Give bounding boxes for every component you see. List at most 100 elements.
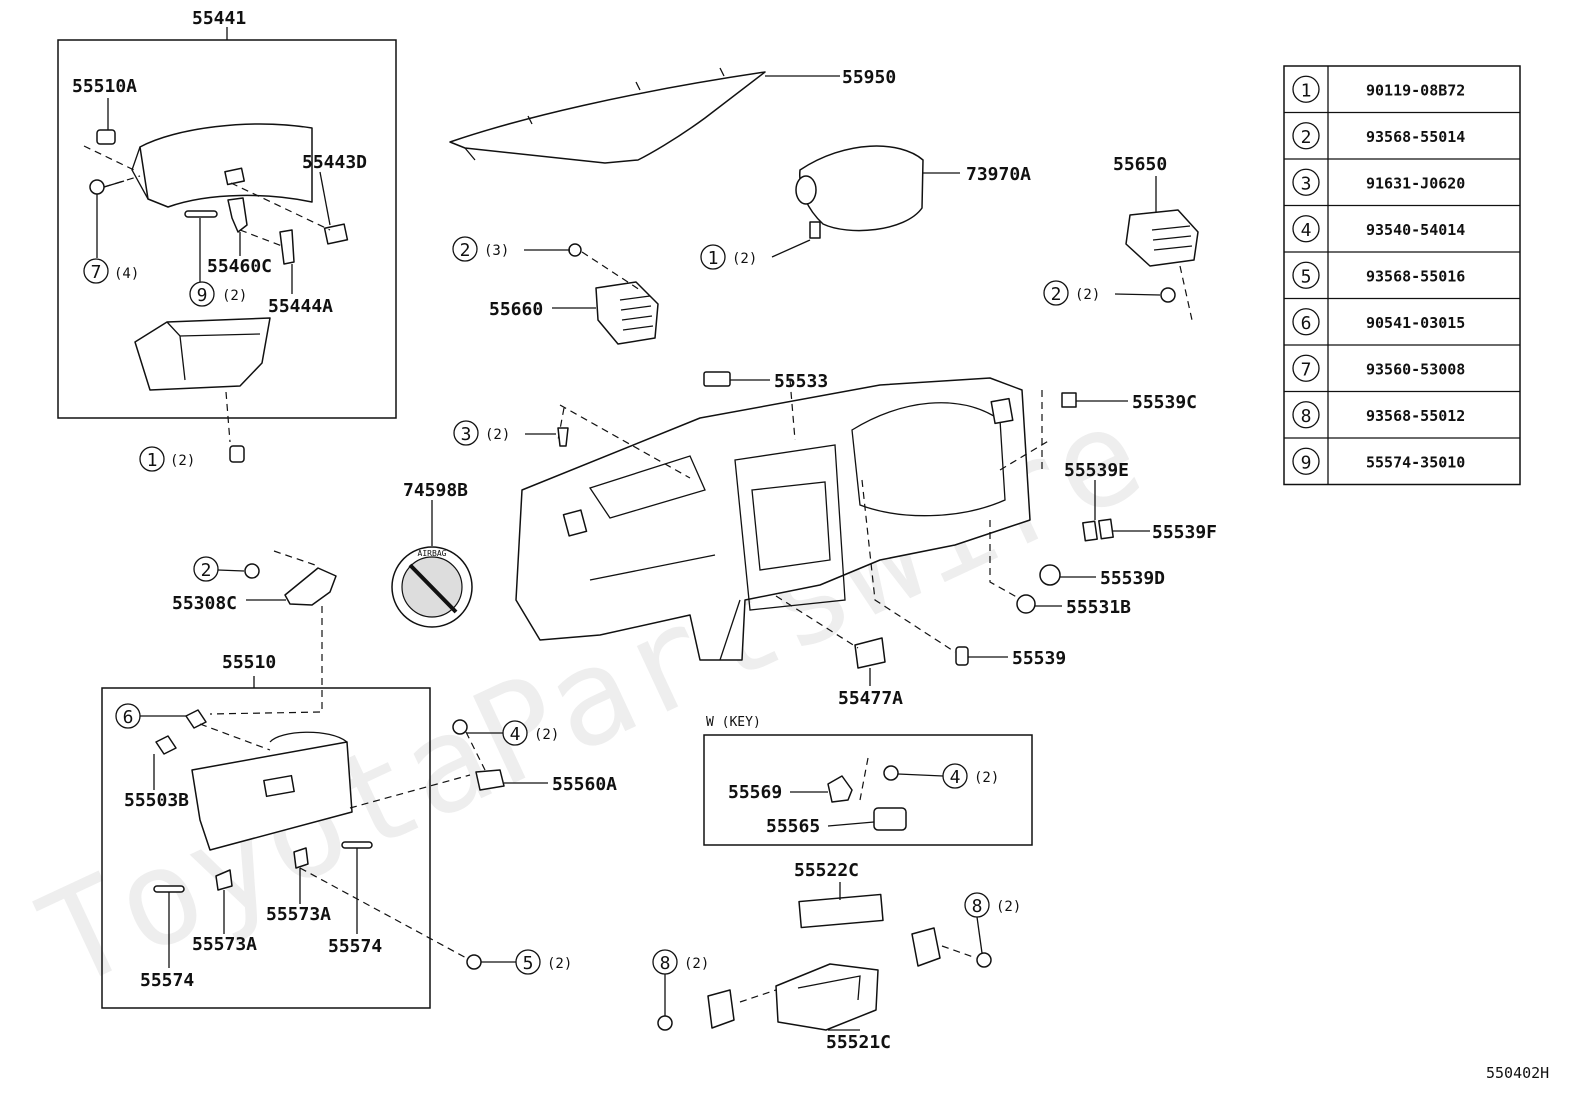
svg-text:(3): (3) [484,243,509,259]
cap-55539E[interactable] [1082,520,1098,542]
svg-text:3: 3 [461,424,472,445]
callout-2-vent-55660: 2 (3) [452,236,570,262]
pn-55531B: 55531B [1066,597,1131,618]
bracket-55460C[interactable] [227,197,248,233]
clip-55510A[interactable] [96,129,116,145]
airbag-label-74598B[interactable]: AIRBAG [391,546,473,628]
hinge-55444A[interactable] [279,229,295,265]
pn-55574-right: 55574 [328,936,382,957]
side-vent-55650[interactable] [1125,209,1199,267]
callout-1-below-box: 1 (2) [139,446,195,472]
panel-55522C[interactable] [798,893,884,929]
upper-dash-panel-55950[interactable] [449,71,766,164]
svg-text:8: 8 [972,896,983,917]
screw-8-right[interactable] [976,952,992,968]
svg-text:1: 1 [147,450,158,471]
glove-box-upper-lid[interactable] [139,123,313,208]
legend-num: 4 [1301,220,1312,241]
pn-55308C: 55308C [172,593,237,614]
legend-num: 6 [1301,313,1312,334]
leaders [96,75,1157,1031]
pn-55573A-right: 55573A [266,904,331,925]
svg-text:(2): (2) [485,427,510,443]
airbag-module-73970A[interactable] [799,145,924,232]
cap-55539F[interactable] [1098,518,1114,540]
glove-box-tray[interactable] [134,317,271,391]
key-box-group: W (KEY) [703,715,1033,846]
legend-num-circle [1292,401,1320,429]
pn-55539E: 55539E [1064,460,1129,481]
svg-text:(2): (2) [1075,287,1100,303]
svg-text:2: 2 [1051,284,1062,305]
screw-8-left[interactable] [657,1015,673,1031]
knob-55539D[interactable] [1039,564,1061,586]
pn-55533: 55533 [774,371,828,392]
pn-55539F: 55539F [1152,522,1217,543]
svg-text:(2): (2) [547,956,572,972]
lock-cylinder-55308C[interactable] [284,567,337,606]
svg-text:9: 9 [197,285,208,306]
callout-7-upper-box: 7 (4) [83,258,139,284]
clip-1-lower[interactable] [229,445,245,463]
legend-num-circle [1292,122,1320,150]
pn-55660: 55660 [489,299,543,320]
svg-text:5: 5 [523,953,534,974]
screw-7[interactable] [89,179,105,195]
svg-text:(4): (4) [114,266,139,282]
catch-55573A-right[interactable] [293,847,309,869]
svg-text:8: 8 [660,953,671,974]
legend-part-number: 93568-55012 [1366,407,1465,425]
cover-55565[interactable] [873,807,907,831]
instrument-panel[interactable] [515,377,1031,661]
legend-num-circle [1292,168,1320,196]
screw-5[interactable] [466,954,482,970]
pn-55460C: 55460C [207,256,272,277]
legend-part-number: 93540-54014 [1366,221,1465,239]
legend-part-number: 90119-08B72 [1366,81,1465,99]
legend-num: 7 [1301,359,1312,380]
callout-9-upper-box: 9 (2) [189,281,247,307]
key-6[interactable] [185,709,207,729]
legend-num-circle [1292,75,1320,103]
switch-55477A[interactable] [854,637,886,669]
box-55521C[interactable] [775,963,879,1031]
catch-55573A-left[interactable] [215,869,233,891]
legend-part-number: 93568-55014 [1366,128,1465,146]
strip-55574-right[interactable] [341,841,373,849]
svg-text:(2): (2) [170,453,195,469]
bracket-right[interactable] [911,927,941,967]
pn-55569: 55569 [728,782,782,803]
callout-2-vent-55650: 2 (2) [1043,280,1161,306]
callout-4-key-box: 4 (2) [897,763,999,789]
bracket-left[interactable] [707,989,735,1029]
screw-3[interactable] [557,427,569,447]
strip-9[interactable] [184,210,218,218]
svg-text:7: 7 [91,262,102,283]
knob-55531B[interactable] [1016,594,1036,614]
cap-55539[interactable] [955,646,969,666]
svg-text:2: 2 [460,240,471,261]
svg-text:(2): (2) [222,288,247,304]
trim-55533[interactable] [703,371,731,387]
pn-55560A: 55560A [552,774,617,795]
svg-text:(2): (2) [996,899,1021,915]
svg-text:(2): (2) [684,956,709,972]
bumper-55443D[interactable] [323,223,349,245]
glove-box-lower-group [101,676,471,1009]
side-vent-55660[interactable] [595,281,659,345]
airbag-label-text: AIRBAG [418,549,447,558]
lock-55569[interactable] [827,775,853,803]
legend-num-circle [1292,354,1320,382]
legend-part-number: 93560-53008 [1366,360,1465,378]
callout-5-lower: 5 (2) [481,949,572,975]
pn-55510: 55510 [222,652,276,673]
lock-55503B[interactable] [155,735,177,755]
damper-55560A[interactable] [475,769,505,791]
svg-text:(2): (2) [534,727,559,743]
callout-8-right: 8 (2) [964,892,1021,954]
strip-55574-left[interactable] [153,885,185,893]
diagram-code: 550402H [1486,1064,1549,1082]
cap-55539C[interactable] [1061,392,1077,408]
legend-num: 2 [1301,127,1312,148]
